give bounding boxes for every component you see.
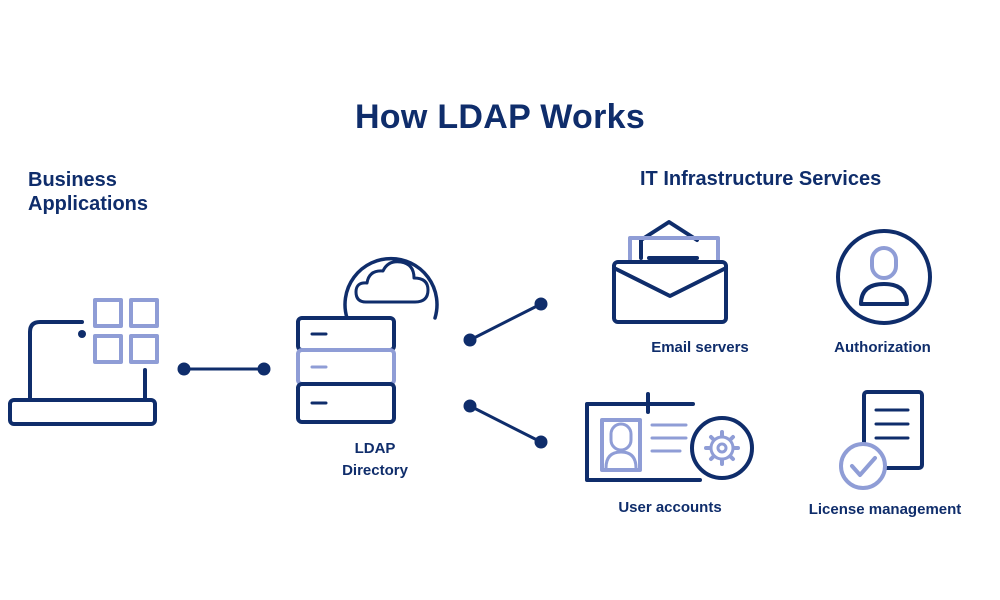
laptop-apps-icon bbox=[8, 298, 159, 426]
connector-dot bbox=[534, 435, 548, 449]
business-heading-line2: Applications bbox=[28, 193, 149, 215]
ldap-label-line1: LDAP bbox=[354, 440, 396, 457]
it-services-heading: IT Infrastructure Services bbox=[640, 168, 882, 190]
user-accounts-label: User accounts bbox=[618, 499, 722, 516]
ldap-directory-label: LDAP Directory bbox=[320, 438, 430, 482]
authorization-label: Authorization bbox=[834, 339, 931, 356]
connector-upper bbox=[468, 302, 543, 342]
license-management-label: License management bbox=[808, 501, 962, 518]
check-icon bbox=[850, 456, 877, 477]
ldap-label-line2: Directory bbox=[342, 462, 408, 479]
connector-lines bbox=[177, 297, 548, 449]
connector-lower bbox=[468, 404, 543, 444]
id-card-gear-icon bbox=[585, 392, 754, 482]
ldap-server-icon bbox=[296, 256, 439, 424]
document-check-icon bbox=[839, 390, 924, 490]
connector-dot bbox=[463, 333, 477, 347]
diagram-title: How LDAP Works bbox=[354, 98, 646, 136]
business-applications-heading: Business Applications bbox=[28, 168, 228, 216]
cloud-icon bbox=[354, 260, 430, 304]
connector-dot bbox=[534, 297, 548, 311]
email-servers-label: Email servers bbox=[651, 339, 749, 356]
envelope-icon bbox=[612, 220, 728, 324]
business-heading-line1: Business bbox=[28, 169, 117, 191]
connector-dot bbox=[257, 362, 271, 376]
connector-dot bbox=[463, 399, 477, 413]
connector-dot bbox=[177, 362, 191, 376]
user-circle-icon bbox=[836, 229, 932, 325]
